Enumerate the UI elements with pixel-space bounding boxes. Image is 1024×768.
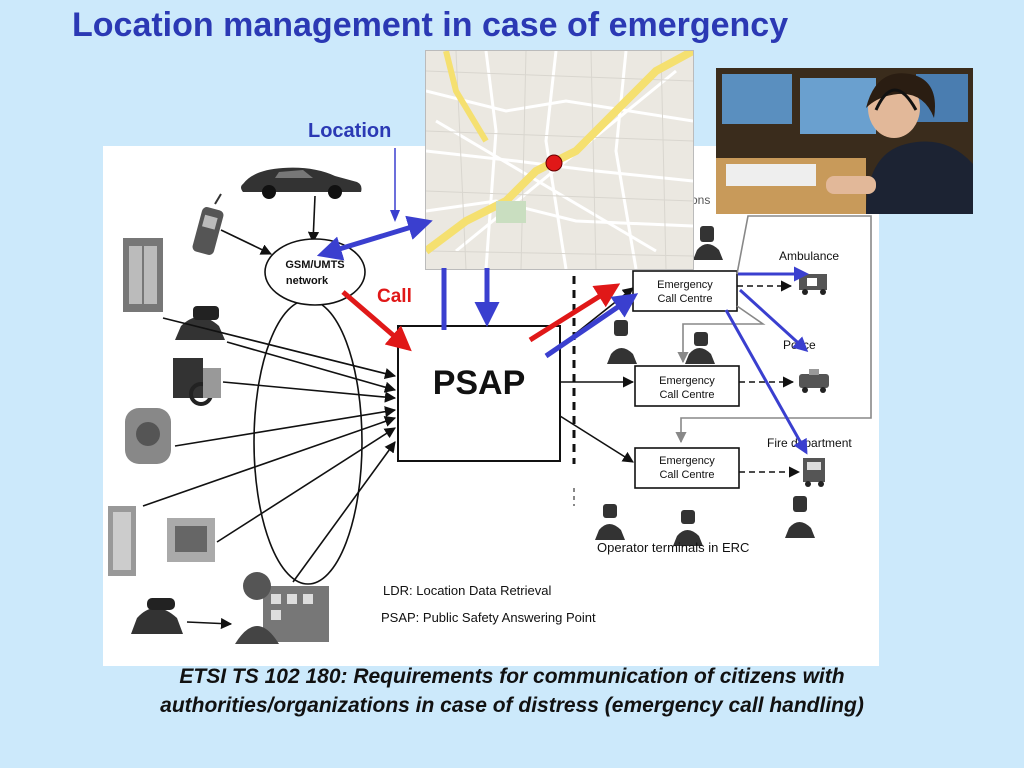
operator-photo: [716, 68, 973, 214]
payphone-icon: [173, 358, 221, 406]
map-image: [425, 50, 694, 270]
mobile-phone-icon: [192, 193, 224, 255]
operator-building-icon: [235, 572, 329, 644]
emergency-call-centre-2: Emergency Call Centre: [634, 365, 740, 407]
legend-ldr: LDR: Location Data Retrieval: [383, 583, 551, 598]
psap-ecc-arrows: [559, 287, 635, 463]
svg-text:Emergency: Emergency: [659, 375, 715, 387]
sports-car-icon: [241, 167, 362, 199]
svg-text:Call Centre: Call Centre: [659, 389, 714, 401]
svg-text:Emergency: Emergency: [657, 279, 713, 291]
fire-department-label: Fire department: [767, 436, 852, 450]
slide-title: Location management in case of emergency: [72, 6, 789, 44]
operator-terminals-label: Operator terminals in ERC: [597, 540, 749, 555]
network-label-2: network: [286, 275, 329, 287]
police-car-icon: [799, 369, 829, 393]
partial-label: ons: [691, 193, 710, 207]
slide-caption: ETSI TS 102 180: Requirements for commun…: [160, 665, 864, 717]
gsm-umts-network: GSM/UMTS network: [264, 238, 366, 306]
telephone-icon: [131, 598, 183, 634]
emergency-call-centre-3: Emergency Call Centre: [634, 447, 740, 489]
fire-truck-icon: [803, 458, 825, 487]
access-network-ellipse: [253, 299, 363, 585]
emergency-call-centre-1: Emergency Call Centre: [632, 270, 738, 312]
police-label: Police: [783, 338, 816, 352]
svg-text:Call Centre: Call Centre: [659, 469, 714, 481]
ambulance-icon: [799, 274, 827, 295]
location-label: Location: [308, 120, 392, 142]
phone-booth-icon: [123, 238, 163, 312]
psap-box: PSAP: [397, 325, 561, 462]
device-arrows: [142, 195, 397, 630]
phone-kiosk-icon: [108, 506, 215, 576]
svg-text:Call Centre: Call Centre: [657, 293, 712, 305]
ambulance-label: Ambulance: [779, 249, 839, 263]
svg-text:Emergency: Emergency: [659, 455, 715, 467]
legend-psap: PSAP: Public Safety Answering Point: [381, 610, 596, 625]
public-phone-icon: [125, 408, 171, 464]
network-label-1: GSM/UMTS: [285, 259, 344, 271]
psap-label: PSAP: [433, 364, 526, 402]
desk-phone-icon: [175, 306, 225, 340]
